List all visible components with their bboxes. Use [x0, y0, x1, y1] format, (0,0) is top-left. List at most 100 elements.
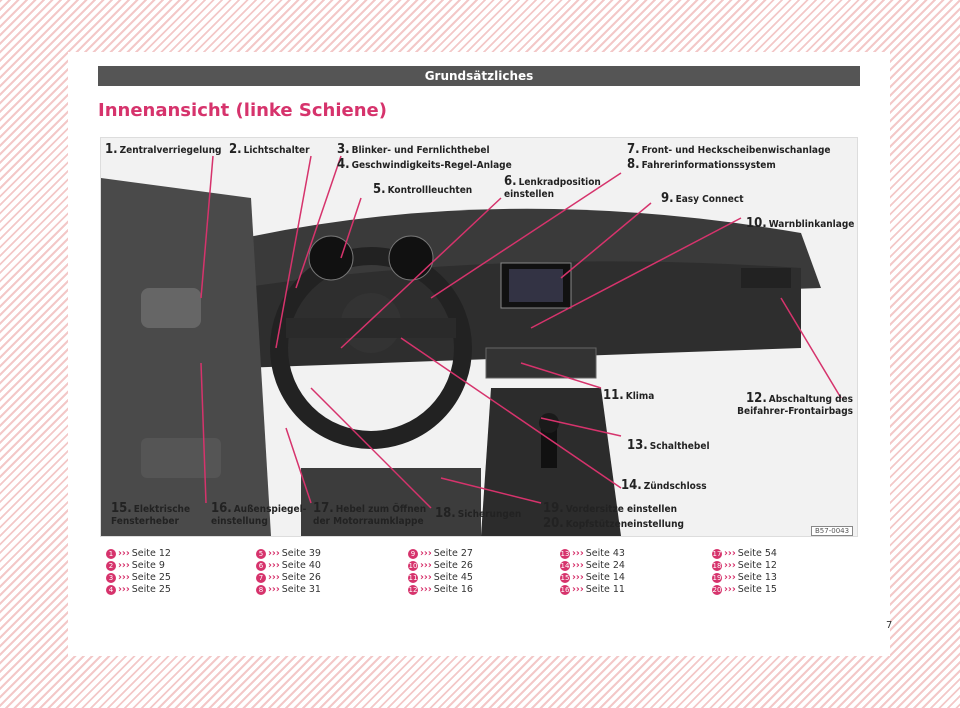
callout-number: 11. — [603, 388, 624, 403]
reference-row[interactable]: 13›››Seite 43 — [560, 548, 625, 560]
reference-page-link[interactable]: Seite 43 — [585, 548, 625, 559]
reference-page-link[interactable]: Seite 9 — [131, 560, 165, 571]
callout-13: 13.Schalthebel — [627, 438, 710, 453]
callout-number: 2. — [229, 142, 242, 157]
reference-arrow-icon: ››› — [118, 560, 130, 571]
reference-page-link[interactable]: Seite 26 — [433, 560, 473, 571]
callout-number: 14. — [621, 478, 642, 493]
callout-16: 16.Außenspiegel-einstellung — [211, 502, 311, 528]
callout-label: Blinker- und Fernlichthebel — [351, 145, 490, 156]
reference-page-link[interactable]: Seite 45 — [433, 572, 473, 583]
reference-page-link[interactable]: Seite 25 — [131, 584, 171, 595]
reference-row[interactable]: 3›››Seite 25 — [106, 572, 171, 584]
figure-code: B57-0043 — [811, 526, 854, 536]
callout-number: 13. — [627, 438, 648, 453]
reference-row[interactable]: 16›››Seite 11 — [560, 584, 625, 596]
reference-page-link[interactable]: Seite 31 — [281, 584, 321, 595]
reference-arrow-icon: ››› — [724, 548, 736, 559]
reference-row[interactable]: 12›››Seite 16 — [408, 584, 473, 596]
page-title: Innenansicht (linke Schiene) — [98, 100, 387, 121]
reference-page-link[interactable]: Seite 39 — [281, 548, 321, 559]
reference-page-link[interactable]: Seite 12 — [131, 548, 171, 559]
reference-number-badge: 1 — [106, 548, 116, 559]
reference-page-link[interactable]: Seite 14 — [585, 572, 625, 583]
callout-label: Kopfstützeneinstellung — [565, 519, 684, 530]
callout-number: 20. — [543, 516, 564, 531]
reference-arrow-icon: ››› — [268, 548, 280, 559]
callout-18: 18.Sicherungen — [435, 507, 521, 521]
callout-number: 12. — [746, 391, 767, 406]
reference-row[interactable]: 9›››Seite 27 — [408, 548, 473, 560]
reference-number-badge: 16 — [560, 584, 570, 595]
callout-4: 4.Geschwindigkeits-Regel-Anlage — [337, 158, 512, 172]
callout-9: 9.Easy Connect — [661, 192, 744, 206]
callout-2: 2.Lichtschalter — [229, 142, 310, 157]
reference-page-link[interactable]: Seite 11 — [585, 584, 625, 595]
reference-page-link[interactable]: Seite 12 — [737, 560, 777, 571]
reference-row[interactable]: 1›››Seite 12 — [106, 548, 171, 560]
reference-row[interactable]: 8›››Seite 31 — [256, 584, 321, 596]
callout-label: Schalthebel — [649, 441, 710, 452]
callout-5: 5.Kontrollleuchten — [373, 182, 473, 197]
reference-page-link[interactable]: Seite 13 — [737, 572, 777, 583]
reference-page-link[interactable]: Seite 26 — [281, 572, 321, 583]
reference-arrow-icon: ››› — [572, 560, 584, 571]
reference-page-link[interactable]: Seite 16 — [433, 584, 473, 595]
callout-14: 14.Zündschloss — [621, 478, 707, 493]
callout-label: Elektrische Fensterheber — [111, 504, 191, 527]
dashboard-illustration — [101, 138, 857, 536]
reference-row[interactable]: 7›››Seite 26 — [256, 572, 321, 584]
reference-page-link[interactable]: Seite 27 — [433, 548, 473, 559]
reference-row[interactable]: 10›››Seite 26 — [408, 560, 473, 572]
reference-arrow-icon: ››› — [268, 560, 280, 571]
reference-page-link[interactable]: Seite 54 — [737, 548, 777, 559]
reference-page-link[interactable]: Seite 24 — [585, 560, 625, 571]
callout-label: Außenspiegel-einstellung — [211, 504, 307, 527]
callout-17: 17.Hebel zum Öffnen der Motorraumklappe — [313, 501, 433, 528]
reference-page-link[interactable]: Seite 15 — [737, 584, 777, 595]
callout-11: 11.Klima — [603, 388, 655, 403]
callout-number: 5. — [373, 182, 386, 197]
reference-number-badge: 12 — [408, 584, 418, 595]
callout-number: 1. — [105, 142, 118, 157]
reference-number-badge: 14 — [560, 560, 570, 571]
callout-12: 12.Abschaltung des Beifahrer-Frontairbag… — [733, 391, 853, 418]
callout-label: Klima — [625, 391, 655, 402]
reference-page-link[interactable]: Seite 25 — [131, 572, 171, 583]
reference-row[interactable]: 19›››Seite 13 — [712, 572, 777, 584]
callout-label: Zündschloss — [643, 481, 707, 492]
reference-row[interactable]: 14›››Seite 24 — [560, 560, 625, 572]
page-number: 7 — [886, 620, 893, 631]
callout-19: 19.Vordersitze einstellen — [543, 502, 677, 516]
reference-row[interactable]: 11›››Seite 45 — [408, 572, 473, 584]
reference-row[interactable]: 4›››Seite 25 — [106, 584, 171, 596]
reference-row[interactable]: 5›››Seite 39 — [256, 548, 321, 560]
reference-row[interactable]: 6›››Seite 40 — [256, 560, 321, 572]
reference-number-badge: 15 — [560, 572, 570, 583]
reference-row[interactable]: 20›››Seite 15 — [712, 584, 777, 596]
reference-arrow-icon: ››› — [724, 584, 736, 595]
reference-number-badge: 13 — [560, 548, 570, 559]
reference-number-badge: 3 — [106, 572, 116, 583]
callout-label: Fahrerinformationssystem — [641, 160, 776, 171]
section-header: Grundsätzliches — [98, 66, 860, 86]
reference-row[interactable]: 17›››Seite 54 — [712, 548, 777, 560]
reference-number-badge: 18 — [712, 560, 722, 571]
reference-row[interactable]: 18›››Seite 12 — [712, 560, 777, 572]
callout-number: 17. — [313, 501, 334, 516]
reference-row[interactable]: 2›››Seite 9 — [106, 560, 171, 572]
callout-number: 3. — [337, 142, 350, 157]
reference-number-badge: 4 — [106, 584, 116, 595]
callout-number: 15. — [111, 501, 132, 516]
callout-label: Vordersitze einstellen — [565, 504, 677, 515]
callout-number: 6. — [504, 174, 517, 189]
reference-row[interactable]: 15›››Seite 14 — [560, 572, 625, 584]
callout-label: Kontrollleuchten — [387, 185, 473, 196]
reference-number-badge: 17 — [712, 548, 722, 559]
callout-10: 10.Warnblinkanlage — [746, 217, 854, 231]
reference-page-link[interactable]: Seite 40 — [281, 560, 321, 571]
